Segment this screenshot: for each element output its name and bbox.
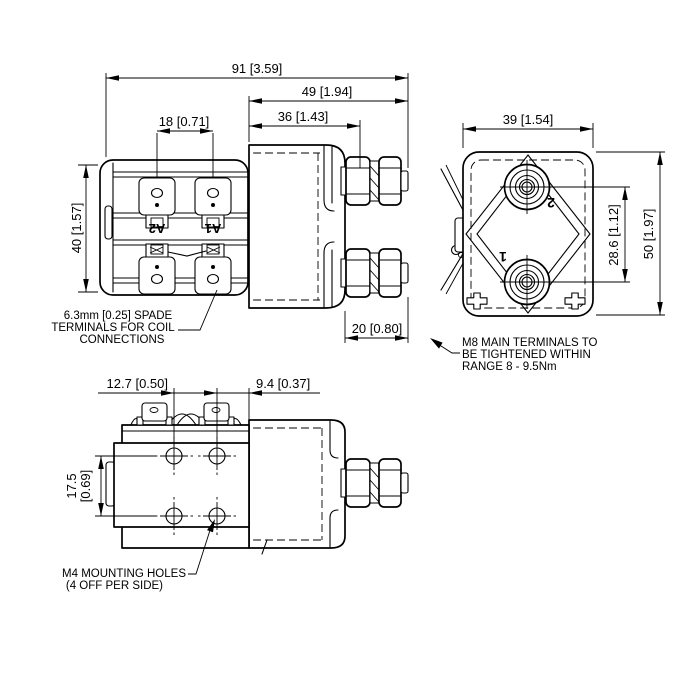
m4-note-leader — [188, 523, 213, 575]
dim-end-width: 39 [1.54] — [462, 112, 594, 148]
dim-label-body-and-studs: 49 [1.94] — [302, 84, 353, 99]
cap-seam-top — [323, 145, 335, 212]
coil-terminal-label-a1: A1 — [205, 221, 222, 236]
contactor-body-side — [248, 144, 346, 309]
m8-stud — [340, 458, 409, 508]
dim-label-body-length: 36 [1.43] — [278, 109, 329, 124]
coil-link-wire — [167, 250, 207, 257]
dim-label-hole-col-spacing-in: [0.69] — [78, 470, 93, 503]
dim-label-stud-protrusion: 20 [0.80] — [352, 321, 403, 336]
terminal-label-2: 2 — [547, 195, 555, 211]
edge-tick — [261, 539, 268, 555]
coil-wire — [440, 168, 465, 213]
dim-label-end-width: 39 [1.54] — [503, 112, 554, 127]
m8-note-line2: BE TIGHTENED WITHIN — [462, 349, 591, 361]
contactor-body-bottom — [248, 419, 346, 549]
cap-seam-bottom — [323, 241, 335, 308]
dim-label-terminal-spacing: 28.6 [1.12] — [606, 204, 621, 265]
dim-end-height: 50 [1.97] — [596, 151, 665, 316]
m4-note-arrow — [207, 519, 215, 533]
dim-bracket-height: 40 [1.57] — [69, 164, 98, 293]
m4-note-line1: M4 MOUNTING HOLES — [62, 568, 186, 580]
dim-hole-col-spacing: 17.5 [0.69] — [64, 455, 156, 517]
dim-spade-spacing: 18 [0.71] — [156, 114, 214, 178]
m4-note: M4 MOUNTING HOLES (4 OFF PER SIDE) — [62, 519, 215, 592]
m8-note-line1: M8 MAIN TERMINALS TO — [462, 337, 598, 349]
end-view: 2 1 39 [1.54] 28.6 [1.12] 50 [1.97] — [430, 112, 665, 373]
dim-label-end-height: 50 [1.97] — [641, 209, 656, 260]
spade-note-line2: TERMINALS FOR COIL — [51, 322, 175, 334]
spade-note-leader — [178, 289, 218, 331]
dim-label-bracket-height: 40 [1.57] — [69, 203, 84, 254]
m8-note-arrow — [430, 338, 443, 349]
m8-stud — [340, 248, 409, 298]
dim-terminal-spacing: 28.6 [1.12] — [554, 186, 630, 283]
cover-rib-outer — [465, 154, 591, 314]
coil-wire — [440, 251, 465, 291]
terminal-label-1: 1 — [499, 249, 507, 265]
spade-terminals-edge — [130, 402, 242, 426]
dim-overall-length: 91 [3.59] — [105, 61, 409, 168]
spade-note-line3: CONNECTIONS — [80, 334, 165, 346]
m4-note-line2: (4 OFF PER SIDE) — [66, 580, 163, 592]
dim-stud-protrusion: 20 [0.80] — [344, 297, 409, 343]
dim-body-length: 36 [1.43] — [249, 109, 361, 168]
coil-terminal-label-a2: A2 — [149, 221, 166, 236]
dim-label-hole-row-spacing: 12.7 [0.50] — [107, 376, 168, 391]
dim-body-and-studs: 49 [1.94] — [248, 84, 408, 142]
contactor-body-end — [462, 151, 594, 317]
bracket-side-tab — [104, 205, 113, 240]
m8-note-leader — [437, 343, 460, 354]
dim-label-spade-spacing: 18 [0.71] — [159, 114, 210, 129]
cap-seam — [329, 420, 339, 548]
m8-stud — [340, 156, 409, 206]
m8-note-line3: RANGE 8 - 9.5Nm — [462, 361, 557, 373]
spade-terminals-note: 6.3mm [0.25] SPADE TERMINALS FOR COIL CO… — [51, 289, 218, 346]
dim-label-overall-length: 91 [3.59] — [232, 61, 283, 76]
dim-label-hole-to-edge: 9.4 [0.37] — [256, 376, 310, 391]
bottom-view: 12.7 [0.50] 9.4 [0.37] 17.5 [0.69] M4 MO… — [62, 376, 409, 592]
side-view: A2 A1 91 [3.59] 49 [1.94] 36 [1.43] — [51, 61, 409, 346]
spade-note-line1: 6.3mm [0.25] SPADE — [64, 310, 173, 322]
m8-note: M8 MAIN TERMINALS TO BE TIGHTENED WITHIN… — [430, 337, 598, 373]
dim-hole-row-spacing: 12.7 [0.50] 9.4 [0.37] — [98, 376, 320, 446]
hidden-inner-edge — [470, 159, 586, 309]
dim-label-hole-col-spacing-mm: 17.5 — [64, 473, 79, 498]
